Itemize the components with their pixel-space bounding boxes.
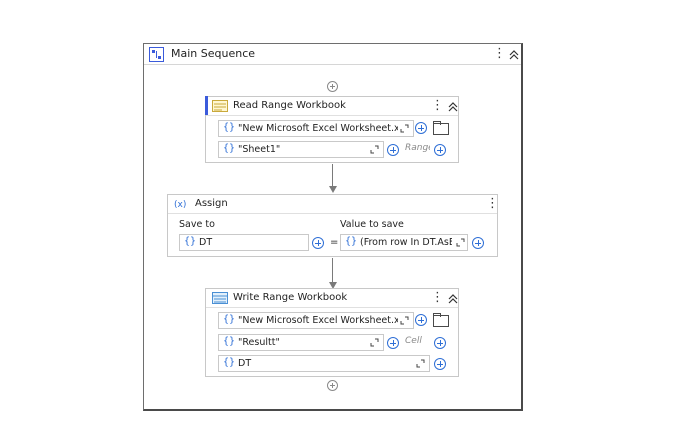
connector-arrow: [329, 282, 337, 289]
read-range-icon: [212, 100, 228, 112]
range-placeholder: Range: [405, 143, 430, 153]
workbook-path-field[interactable]: {} "New Microsoft Excel Worksheet.xlsx": [218, 312, 414, 329]
cell-field[interactable]: Cell: [402, 334, 432, 351]
collapse-chevrons-icon[interactable]: [508, 48, 520, 62]
expression-icon: {}: [223, 314, 236, 325]
assign-icon: (x): [174, 200, 186, 210]
save-to-field[interactable]: {} DT: [179, 234, 309, 251]
folder-icon[interactable]: [433, 313, 449, 327]
svg-text:(x): (x): [174, 200, 186, 210]
add-variable-button[interactable]: [472, 237, 484, 249]
sheet-name-field[interactable]: {} "Resultt": [218, 334, 384, 351]
add-activity-bottom-button[interactable]: [327, 380, 338, 391]
workbook-path-value: "New Microsoft Excel Worksheet.xlsx": [238, 315, 398, 326]
add-variable-button[interactable]: [387, 337, 399, 349]
expression-icon: {}: [184, 236, 197, 247]
data-table-field[interactable]: {} DT: [218, 355, 430, 372]
write-range-icon: [212, 292, 228, 304]
add-variable-button[interactable]: [312, 237, 324, 249]
write-range-title: Write Range Workbook: [233, 292, 348, 303]
save-to-label: Save to: [179, 219, 215, 230]
connector-line: [332, 258, 333, 282]
assign-activity[interactable]: (x) Assign ⋮ Save to Value to save {} DT…: [167, 194, 499, 257]
more-vertical-icon[interactable]: ⋮: [431, 290, 444, 305]
expression-icon: {}: [345, 236, 358, 247]
expand-editor-icon[interactable]: [456, 238, 465, 247]
read-range-workbook-activity[interactable]: Read Range Workbook ⋮ {} "New Microsoft …: [205, 96, 459, 163]
workbook-path-field[interactable]: {} "New Microsoft Excel Worksheet.xlsx": [218, 120, 414, 137]
folder-icon[interactable]: [433, 121, 449, 135]
selection-accent: [205, 96, 208, 115]
main-sequence-title: Main Sequence: [171, 47, 256, 60]
assign-title: Assign: [195, 198, 228, 209]
expression-icon: {}: [223, 336, 236, 347]
add-variable-button[interactable]: [415, 314, 427, 326]
collapse-chevrons-icon[interactable]: [447, 292, 459, 306]
assign-header[interactable]: (x) Assign ⋮: [168, 195, 499, 214]
add-activity-top-button[interactable]: [327, 81, 338, 92]
write-range-workbook-activity[interactable]: Write Range Workbook ⋮ {} "New Microsoft…: [205, 288, 459, 377]
collapse-chevrons-icon[interactable]: [447, 100, 459, 114]
sheet-name-field[interactable]: {} "Sheet1": [218, 141, 384, 158]
write-range-header[interactable]: Write Range Workbook ⋮: [206, 289, 458, 308]
cell-placeholder: Cell: [405, 336, 422, 346]
expression-icon: {}: [223, 143, 236, 154]
add-variable-button[interactable]: [434, 358, 446, 370]
expression-icon: {}: [223, 122, 236, 133]
equals-sign: =: [330, 237, 339, 248]
sheet-name-value: "Sheet1": [238, 144, 281, 155]
main-sequence-header[interactable]: Main Sequence ⋮: [144, 44, 521, 65]
sequence-icon: [149, 47, 164, 62]
expand-editor-icon[interactable]: [400, 124, 409, 133]
add-variable-button[interactable]: [387, 144, 399, 156]
value-to-save-field[interactable]: {} (From row In DT.AsEnu: [340, 234, 468, 251]
value-to-save-value: (From row In DT.AsEnu: [360, 237, 452, 248]
more-vertical-icon[interactable]: ⋮: [486, 196, 499, 211]
connector-arrow: [329, 186, 337, 193]
workbook-path-value: "New Microsoft Excel Worksheet.xlsx": [238, 123, 398, 134]
add-variable-button[interactable]: [415, 122, 427, 134]
read-range-title: Read Range Workbook: [233, 100, 346, 111]
connector-line: [332, 164, 333, 186]
add-variable-button[interactable]: [434, 144, 446, 156]
value-to-save-label: Value to save: [340, 219, 404, 230]
more-vertical-icon[interactable]: ⋮: [431, 98, 444, 113]
add-variable-button[interactable]: [434, 337, 446, 349]
data-table-value: DT: [238, 358, 252, 369]
sheet-name-value: "Resultt": [238, 337, 280, 348]
range-field[interactable]: Range: [402, 141, 432, 158]
read-range-header[interactable]: Read Range Workbook ⋮: [205, 96, 459, 116]
save-to-value: DT: [199, 237, 213, 248]
more-vertical-icon[interactable]: ⋮: [493, 46, 506, 61]
expand-editor-icon[interactable]: [370, 145, 379, 154]
expand-editor-icon[interactable]: [370, 338, 379, 347]
expression-icon: {}: [223, 357, 236, 368]
expand-editor-icon[interactable]: [416, 359, 425, 368]
expand-editor-icon[interactable]: [400, 316, 409, 325]
